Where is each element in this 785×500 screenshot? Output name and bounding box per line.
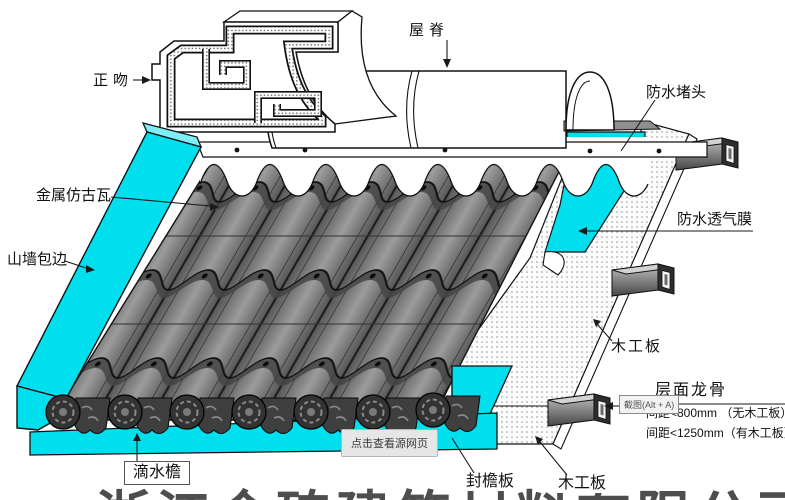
label-breathable-membrane: 防水透气膜 <box>677 211 753 228</box>
leader-lines <box>64 40 785 476</box>
keel-spacing-line1: 间距<800mm （无木工板） <box>646 406 785 420</box>
label-waterproof-plug: 防水堵头 <box>646 84 707 101</box>
label-gable-edge-wrap: 山墙包边 <box>7 251 68 268</box>
keel-spacing-line2: 间距<1250mm（有木工板） <box>646 426 785 440</box>
label-roof-keel: 层面龙骨 <box>655 382 728 399</box>
label-metal-antique-tile: 金属仿古瓦 <box>36 187 112 204</box>
membrane-curl <box>542 251 565 276</box>
ornament-meander <box>166 25 334 128</box>
view-source-button[interactable]: 点击查看源网页 <box>341 429 438 457</box>
label-drip-eave: 滴水檐 <box>124 461 191 486</box>
label-plywood-bottom: 木工板 <box>556 475 609 494</box>
label-plywood-right: 木工板 <box>611 338 663 355</box>
label-ridge-ornament: 正吻 <box>93 72 134 89</box>
ridge-ornament <box>151 10 398 133</box>
company-watermark: 浙江金砖建筑材料有限公司 <box>96 472 785 500</box>
tile-field <box>50 159 567 421</box>
screenshot-tooltip[interactable]: 截图(Alt + A) <box>619 395 680 414</box>
ridge-end-dome <box>565 71 615 131</box>
label-fascia-board: 封檐板 <box>464 473 517 492</box>
label-ridge: 屋脊 <box>409 22 450 39</box>
